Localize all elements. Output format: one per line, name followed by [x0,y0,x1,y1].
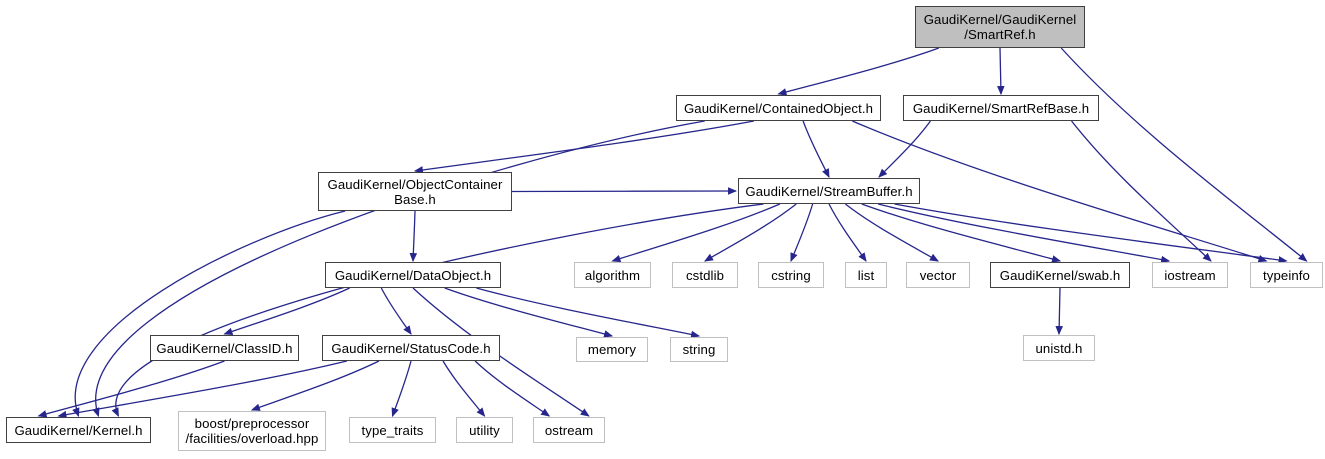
graph-node-classid[interactable]: GaudiKernel/ClassID.h [150,335,299,361]
edge-streambuffer-to-algorithm [611,203,781,263]
graph-node-iostream[interactable]: iostream [1152,262,1228,288]
edge-smartref-to-smartrefbase [997,47,1005,96]
graph-node-cstdlib[interactable]: cstdlib [672,262,738,288]
graph-node-memory[interactable]: memory [576,337,648,362]
edge-objectcontainerbase-to-streambuffer [511,187,738,195]
graph-node-algorithm[interactable]: algorithm [574,262,651,288]
edge-dataobject-to-string [476,287,701,339]
edge-containedobject-to-objectcontainerbase [413,120,755,174]
edge-smartrefbase-to-iostream [1071,120,1212,262]
edge-statuscode-to-type_traits [391,360,412,418]
graph-node-list[interactable]: list [845,262,887,288]
edge-statuscode-to-kernel [57,360,348,419]
edge-smartref-to-typeinfo [1060,47,1308,262]
graph-node-cstring[interactable]: cstring [758,262,824,288]
graph-node-containedobject[interactable]: GaudiKernel/ContainedObject.h [676,95,881,121]
edge-streambuffer-to-cstdlib [704,203,797,262]
graph-node-boostoverload[interactable]: boost/preprocessor /facilities/overload.… [178,411,326,451]
graph-node-string[interactable]: string [670,337,728,362]
edge-objectcontainerbase-to-kernel [72,210,346,418]
edge-dataobject-to-memory [444,287,614,338]
edge-containedobject-to-streambuffer [802,120,830,179]
edge-statuscode-to-utility [442,360,486,417]
graph-node-streambuffer[interactable]: GaudiKernel/StreamBuffer.h [738,178,920,204]
graph-node-objectcontainerbase[interactable]: GaudiKernel/ObjectContainer Base.h [318,172,512,211]
edge-swab-to-unistd [1055,287,1063,336]
edge-dataobject-to-classid [223,287,350,336]
edge-streambuffer-to-cstring [790,203,814,263]
graph-node-statuscode[interactable]: GaudiKernel/StatusCode.h [322,335,500,361]
edge-smartrefbase-to-streambuffer [878,120,931,178]
graph-node-swab[interactable]: GaudiKernel/swab.h [990,262,1130,288]
graph-node-dataobject[interactable]: GaudiKernel/DataObject.h [325,262,501,288]
graph-node-smartrefbase[interactable]: GaudiKernel/SmartRefBase.h [903,95,1099,121]
graph-node-kernel[interactable]: GaudiKernel/Kernel.h [6,417,151,443]
edge-streambuffer-to-kernel [111,203,764,418]
graph-node-ostream[interactable]: ostream [533,417,605,443]
graph-node-unistd[interactable]: unistd.h [1023,335,1095,361]
graph-node-smartref[interactable]: GaudiKernel/GaudiKernel /SmartRef.h [915,6,1085,48]
edge-classid-to-kernel [37,360,225,418]
graph-node-type_traits[interactable]: type_traits [349,417,436,443]
edge-smartref-to-containedobject [777,47,940,96]
edge-objectcontainerbase-to-dataobject [409,210,418,263]
edge-statuscode-to-boostoverload [250,360,380,411]
edge-dataobject-to-statuscode [380,287,412,335]
edge-streambuffer-to-typeinfo [894,203,1288,264]
edge-streambuffer-to-iostream [877,203,1171,264]
edge-streambuffer-to-list [828,203,867,262]
edge-statuscode-to-ostream [474,360,551,417]
graph-node-typeinfo[interactable]: typeinfo [1250,262,1323,288]
edge-streambuffer-to-swab [861,203,1062,263]
graph-node-utility[interactable]: utility [456,417,513,443]
graph-node-vector[interactable]: vector [906,262,970,288]
edge-streambuffer-to-vector [844,203,939,262]
